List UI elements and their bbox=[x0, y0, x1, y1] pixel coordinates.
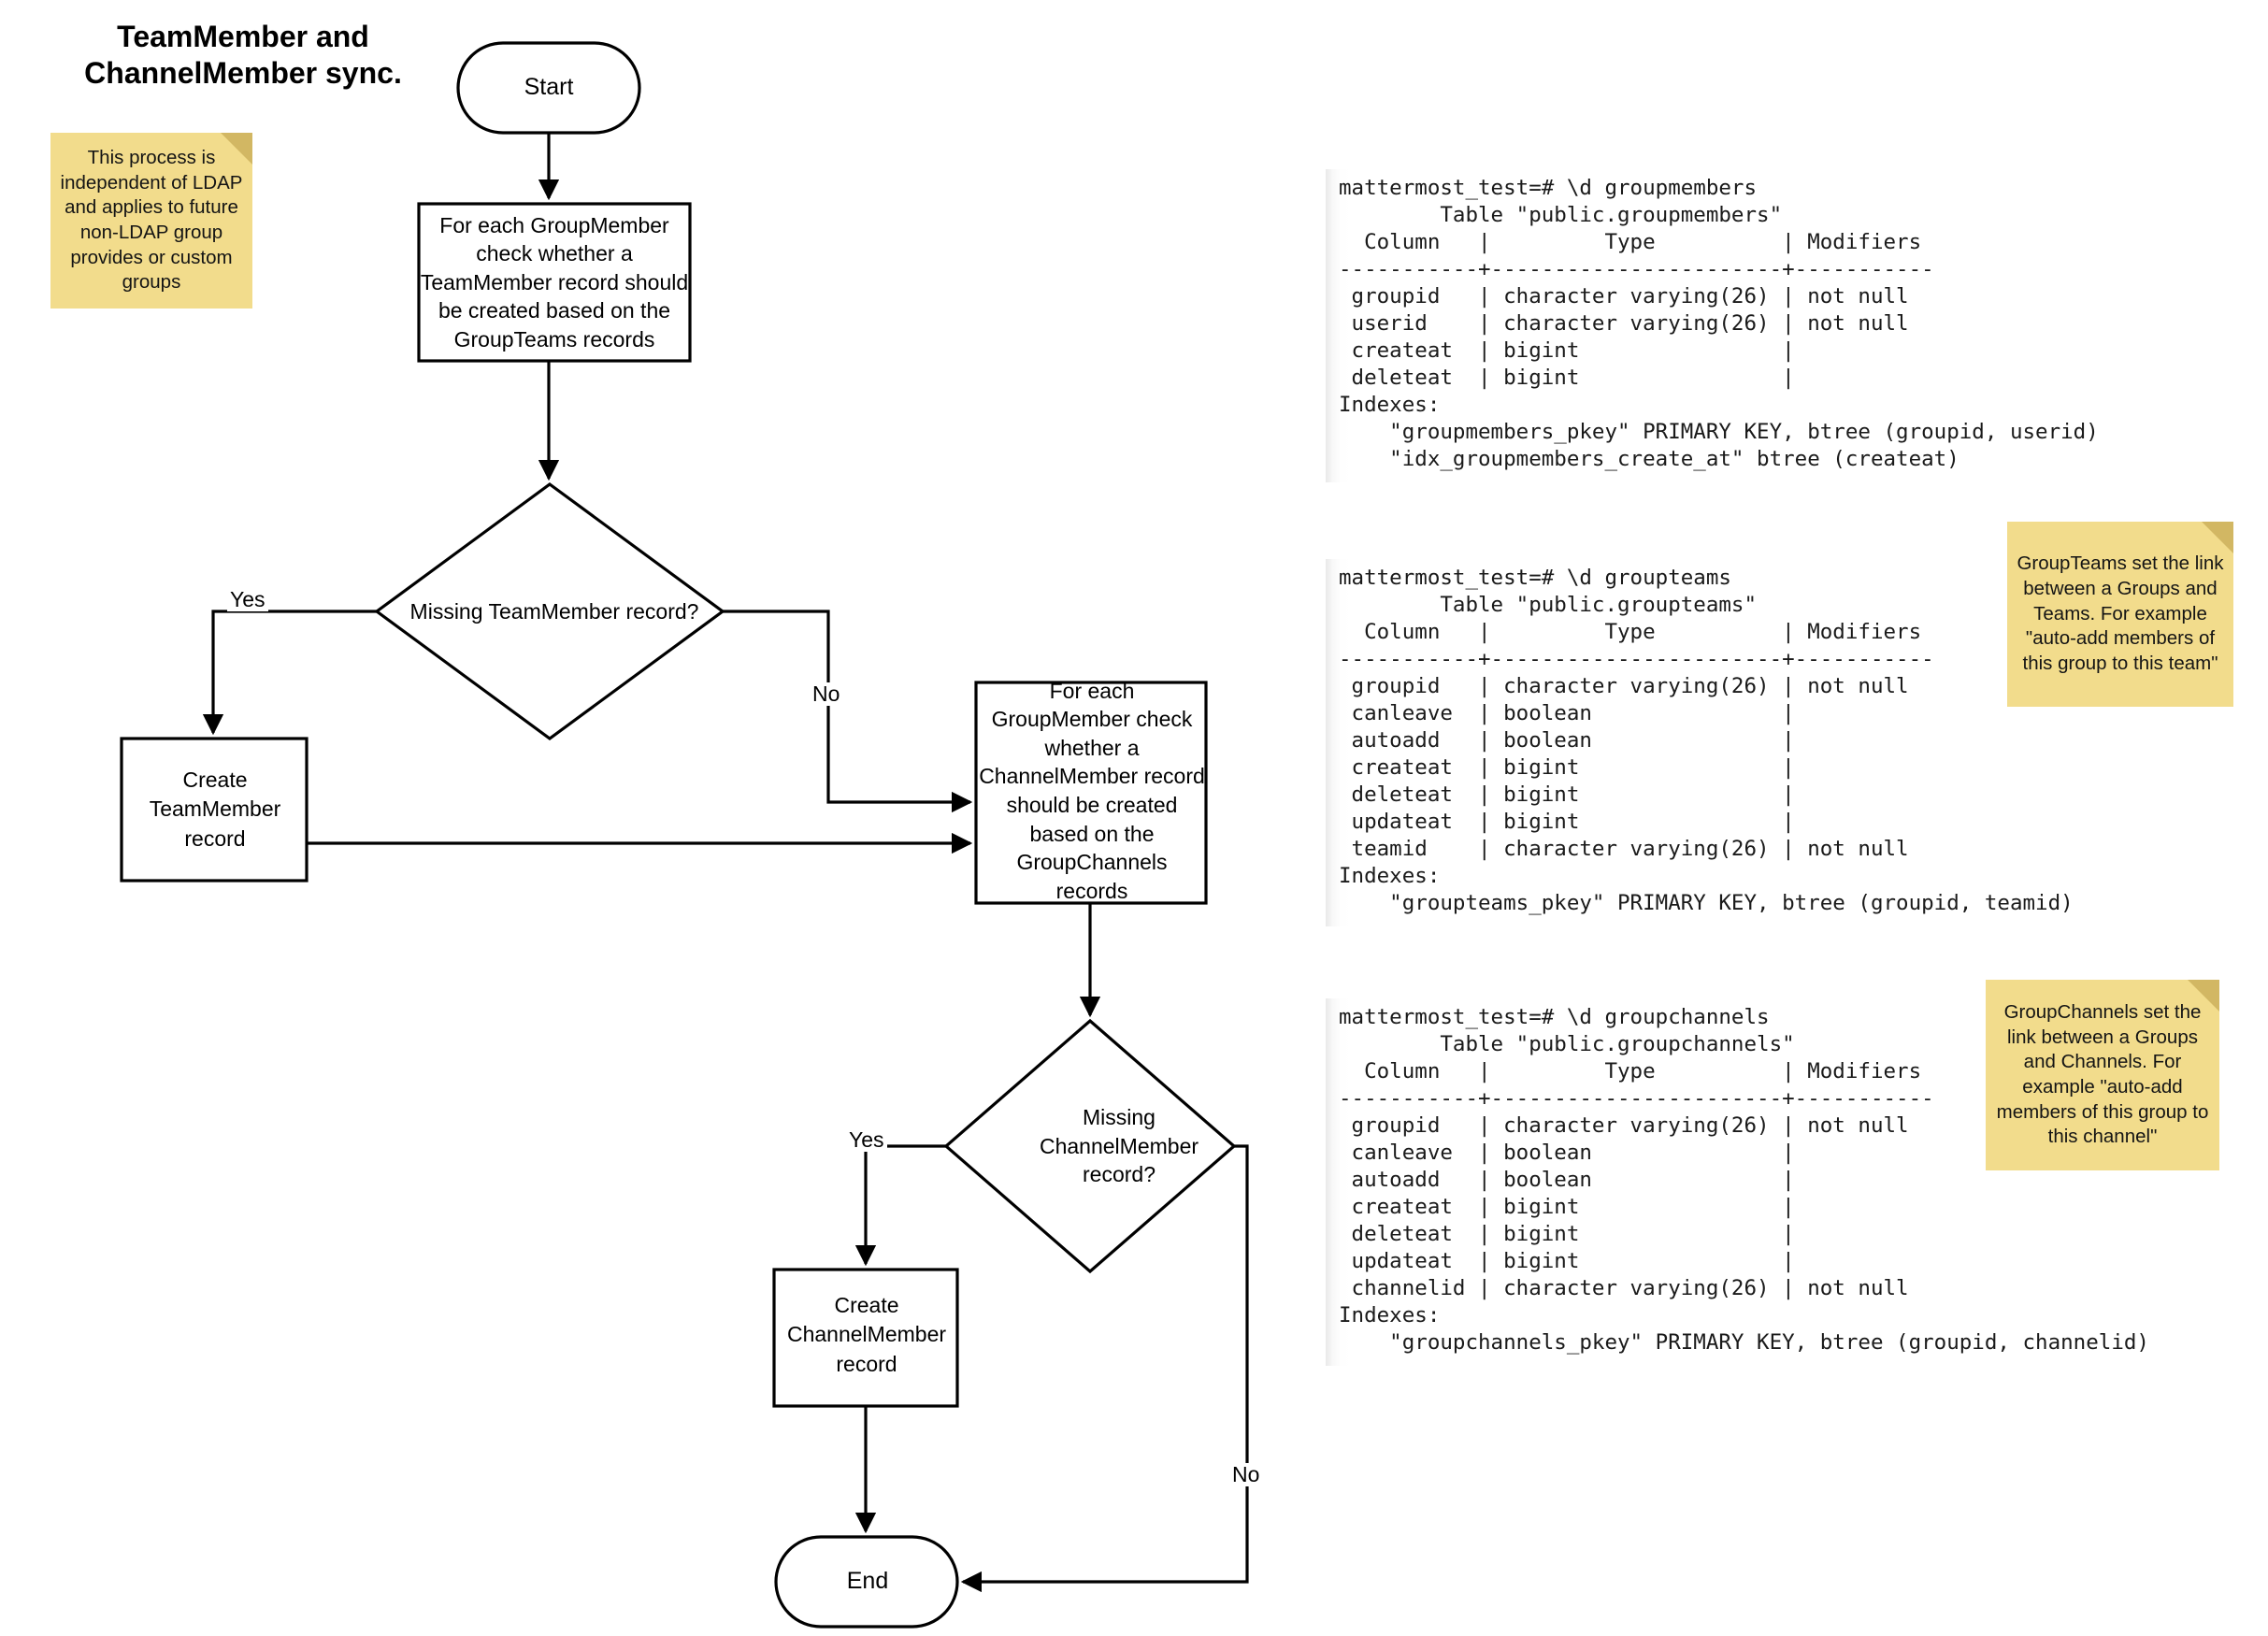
sticky-note-ldap-text: This process is independent of LDAP and … bbox=[60, 147, 243, 294]
sticky-note-groupchannels: GroupChannels set the link between a Gro… bbox=[1986, 980, 2219, 1170]
sticky-note-groupteams: GroupTeams set the link between a Groups… bbox=[2007, 522, 2233, 707]
edge-decision-teammember-yes bbox=[202, 610, 377, 736]
node-proc-channelmember-shape[interactable] bbox=[974, 681, 1208, 905]
edge-decision-teammember-no bbox=[723, 610, 973, 813]
node-decision-teammember-shape[interactable] bbox=[374, 482, 725, 740]
sql-output-groupmembers: mattermost_test=# \d groupmembers Table … bbox=[1326, 168, 2099, 482]
edge-decision-channelmember-no bbox=[960, 1144, 1249, 1593]
sql-output-groupteams: mattermost_test=# \d groupteams Table "p… bbox=[1326, 558, 2074, 926]
sticky-note-groupchannels-text: GroupChannels set the link between a Gro… bbox=[1996, 1001, 2209, 1148]
page-title: TeamMember and ChannelMember sync. bbox=[84, 20, 402, 91]
node-proc-teammember-shape[interactable] bbox=[417, 202, 692, 363]
node-create-teammember-shape[interactable] bbox=[120, 737, 309, 883]
edge-decision-channelmember-yes bbox=[854, 1144, 946, 1267]
node-decision-channelmember-shape[interactable] bbox=[943, 1018, 1237, 1274]
sql-output-groupchannels: mattermost_test=# \d groupchannels Table… bbox=[1326, 997, 2149, 1366]
node-start-shape[interactable] bbox=[456, 41, 641, 135]
node-end-shape[interactable] bbox=[774, 1535, 959, 1629]
sticky-note-groupteams-text: GroupTeams set the link between a Groups… bbox=[2017, 553, 2224, 674]
node-create-channelmember-shape[interactable] bbox=[772, 1268, 959, 1408]
sticky-note-ldap: This process is independent of LDAP and … bbox=[50, 133, 252, 309]
